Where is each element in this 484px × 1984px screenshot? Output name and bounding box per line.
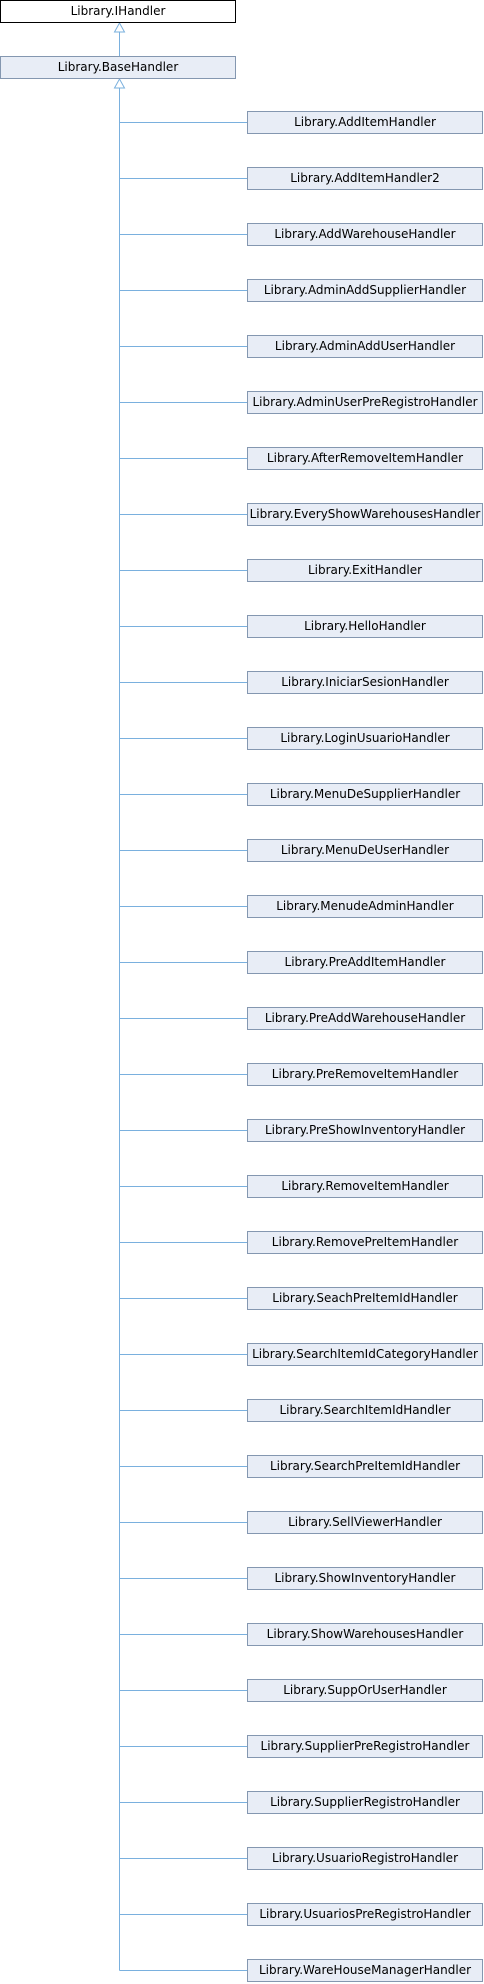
class-node-subclass[interactable]: Library.SeachPreItemIdHandler bbox=[247, 1287, 483, 1310]
class-node-subclass[interactable]: Library.WareHouseManagerHandler bbox=[247, 1959, 483, 1982]
class-node-subclass[interactable]: Library.AfterRemoveItemHandler bbox=[247, 447, 483, 470]
class-node-subclass[interactable]: Library.IniciarSesionHandler bbox=[247, 671, 483, 694]
class-node-subclass[interactable]: Library.LoginUsuarioHandler bbox=[247, 727, 483, 750]
class-node-subclass[interactable]: Library.AddWarehouseHandler bbox=[247, 223, 483, 246]
connector-lines bbox=[113, 21, 247, 1971]
class-node-subclass[interactable]: Library.PreAddItemHandler bbox=[247, 951, 483, 974]
class-node-subclass[interactable]: Library.AddItemHandler2 bbox=[247, 167, 483, 190]
class-node-subclass[interactable]: Library.SearchItemIdHandler bbox=[247, 1399, 483, 1422]
class-node-subclass[interactable]: Library.MenuDeUserHandler bbox=[247, 839, 483, 862]
class-node-subclass[interactable]: Library.SupplierRegistroHandler bbox=[247, 1791, 483, 1814]
class-node-subclass[interactable]: Library.RemoveItemHandler bbox=[247, 1175, 483, 1198]
class-node-subclass[interactable]: Library.RemovePreItemHandler bbox=[247, 1231, 483, 1254]
arrowhead-base bbox=[113, 77, 126, 89]
class-node-subclass[interactable]: Library.SearchPreItemIdHandler bbox=[247, 1455, 483, 1478]
class-node-subclass[interactable]: Library.UsuariosPreRegistroHandler bbox=[247, 1903, 483, 1926]
class-node-subclass[interactable]: Library.AdminAddUserHandler bbox=[247, 335, 483, 358]
class-node-subclass[interactable]: Library.ShowInventoryHandler bbox=[247, 1567, 483, 1590]
class-node-subclass[interactable]: Library.ExitHandler bbox=[247, 559, 483, 582]
class-node-subclass[interactable]: Library.EveryShowWarehousesHandler bbox=[247, 503, 483, 526]
class-node-subclass[interactable]: Library.AdminAddSupplierHandler bbox=[247, 279, 483, 302]
class-node-subclass[interactable]: Library.AdminUserPreRegistroHandler bbox=[247, 391, 483, 414]
class-node-subclass[interactable]: Library.SupplierPreRegistroHandler bbox=[247, 1735, 483, 1758]
class-node-subclass[interactable]: Library.PreAddWarehouseHandler bbox=[247, 1007, 483, 1030]
class-node-basehandler[interactable]: Library.BaseHandler bbox=[0, 56, 236, 79]
class-node-subclass[interactable]: Library.HelloHandler bbox=[247, 615, 483, 638]
class-node-subclass[interactable]: Library.ShowWarehousesHandler bbox=[247, 1623, 483, 1646]
class-node-subclass[interactable]: Library.UsuarioRegistroHandler bbox=[247, 1847, 483, 1870]
class-node-ihandler[interactable]: Library.IHandler bbox=[0, 0, 236, 23]
class-node-subclass[interactable]: Library.SearchItemIdCategoryHandler bbox=[247, 1343, 483, 1366]
class-node-subclass[interactable]: Library.PreShowInventoryHandler bbox=[247, 1119, 483, 1142]
class-node-subclass[interactable]: Library.AddItemHandler bbox=[247, 111, 483, 134]
class-node-subclass[interactable]: Library.PreRemoveItemHandler bbox=[247, 1063, 483, 1086]
class-node-subclass[interactable]: Library.MenuDeSupplierHandler bbox=[247, 783, 483, 806]
class-node-subclass[interactable]: Library.MenudeAdminHandler bbox=[247, 895, 483, 918]
arrowhead-interface bbox=[113, 21, 126, 33]
class-node-subclass[interactable]: Library.SellViewerHandler bbox=[247, 1511, 483, 1534]
class-node-subclass[interactable]: Library.SuppOrUserHandler bbox=[247, 1679, 483, 1702]
